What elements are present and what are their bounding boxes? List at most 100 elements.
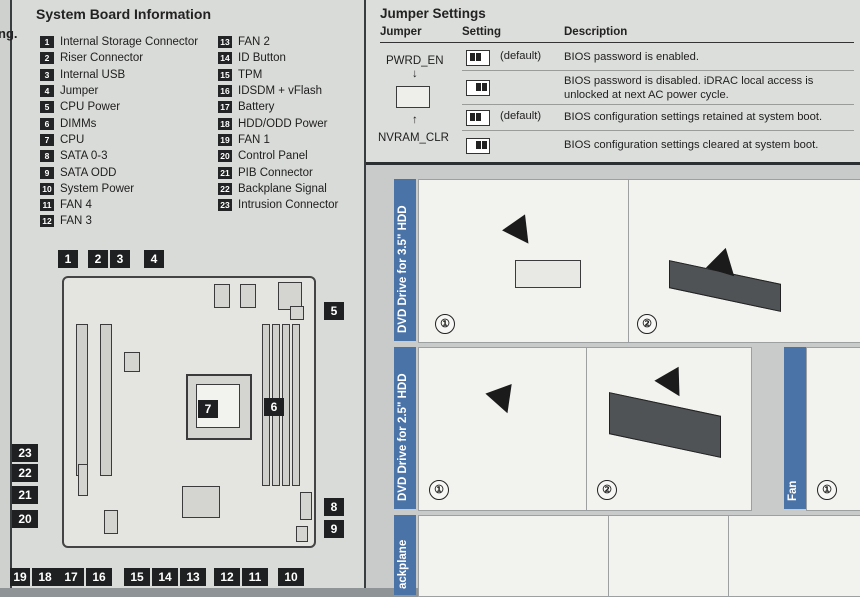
dvd-35-step-1: ① [418,179,630,343]
step-2-marker: ② [597,480,617,500]
callout-18: 18 [32,568,58,586]
row4-description: BIOS configuration settings cleared at s… [564,139,819,151]
legend-number: 4 [40,85,54,98]
internal-usb-port [124,352,140,372]
left-edge-text: ng. [0,26,18,41]
jumper-setting-icon [466,138,490,154]
callout-15: 15 [124,568,150,586]
row1-description: BIOS password is enabled. [564,51,699,63]
legend-label: DIMMs [60,117,97,130]
callout-6: 6 [264,398,284,416]
backplane-step-1 [418,515,610,597]
battery-holder [104,510,118,534]
backplane-step-2 [608,515,730,597]
callout-4: 4 [144,250,164,268]
storage-connector-slot [76,324,88,476]
legend-label: FAN 4 [60,199,92,212]
legend-label: HDD/ODD Power [238,117,328,130]
jumper-setting-icon [466,80,490,96]
jumper-block-icon [396,86,430,108]
left-edge-panel: ng. [0,0,18,588]
legend-label: IDSDM + vFlash [238,85,323,98]
legend-number: 16 [218,85,232,98]
legend-label: SATA ODD [60,166,117,179]
legend-item: 4 Jumper [40,83,198,99]
legend-label: Jumper [60,85,99,98]
nvram-clr-label: NVRAM_CLR [378,132,449,144]
legend-number: 23 [218,199,232,212]
legend-item: 21 PIB Connector [218,164,338,180]
legend-item: 22 Backplane Signal [218,181,338,197]
jumper-settings-panel: Jumper Settings Jumper Setting Descripti… [366,0,860,165]
legend-label: FAN 1 [238,133,270,146]
callout-23: 23 [12,444,38,462]
callout-11: 11 [242,568,268,586]
dvd-25-label: DVD Drive for 2.5" HDD [397,373,409,501]
legend-label: Backplane Signal [238,182,327,195]
legend-label: SATA 0-3 [60,150,108,163]
dvd-35-step-2: ② [628,179,860,343]
backplane-label: ackplane [397,539,409,589]
cpu-power-connector [290,306,304,320]
legend-label: FAN 2 [238,36,270,49]
sata-connector [300,492,312,520]
legend-item: 16 IDSDM + vFlash [218,83,338,99]
callout-17: 17 [58,568,84,586]
step-1-marker: ① [435,314,455,334]
legend-label: Internal Storage Connector [60,36,199,49]
legend-label: TPM [238,68,263,81]
legend-item: 8 SATA 0-3 [40,148,198,164]
legend-label: CPU Power [60,101,121,114]
backplane-tab: ackplane [394,515,416,595]
legend-number: 3 [40,68,54,81]
system-board-title: System Board Information [36,6,212,22]
legend-number: 21 [218,166,232,179]
legend-label: FAN 3 [60,215,92,228]
dvd-drive [609,392,721,458]
legend-label: CPU [60,133,85,146]
callout-10: 10 [278,568,304,586]
legend-number: 20 [218,150,232,163]
sata-odd-connector [296,526,308,542]
legend-number: 22 [218,182,232,195]
legend-label: System Power [60,182,135,195]
callout-21: 21 [12,486,38,504]
latch-bracket [515,260,581,288]
step-2-marker: ② [637,314,657,334]
callout-8: 8 [324,498,344,516]
jumper-column-header: Jumper [380,26,422,38]
row2-description: BIOS password is disabled. iDRAC local a… [564,75,814,101]
legend-number: 1 [40,36,54,49]
callout-5: 5 [324,302,344,320]
row1-default: (default) [500,50,542,62]
legend-label: Riser Connector [60,52,144,65]
arrow-down-glyph: ↓ [412,68,418,80]
legend-number: 8 [40,150,54,163]
callout-22: 22 [12,464,38,482]
step-1-marker: ① [429,480,449,500]
legend-number: 10 [40,182,54,195]
step-1-marker: ① [817,480,837,500]
rear-port [240,284,256,308]
legend-number: 19 [218,133,232,146]
dvd-35-label: DVD Drive for 3.5" HDD [397,205,409,333]
rear-port [214,284,230,308]
callout-7: 7 [198,400,218,418]
callout-20: 20 [12,510,38,528]
legend-label: PIB Connector [238,166,313,179]
backplane-step-3 [728,515,860,597]
legend-number: 6 [40,117,54,130]
dvd-25-step-2: ② [586,347,752,511]
dvd-25-step-1: ① [418,347,588,511]
callout-3: 3 [110,250,130,268]
